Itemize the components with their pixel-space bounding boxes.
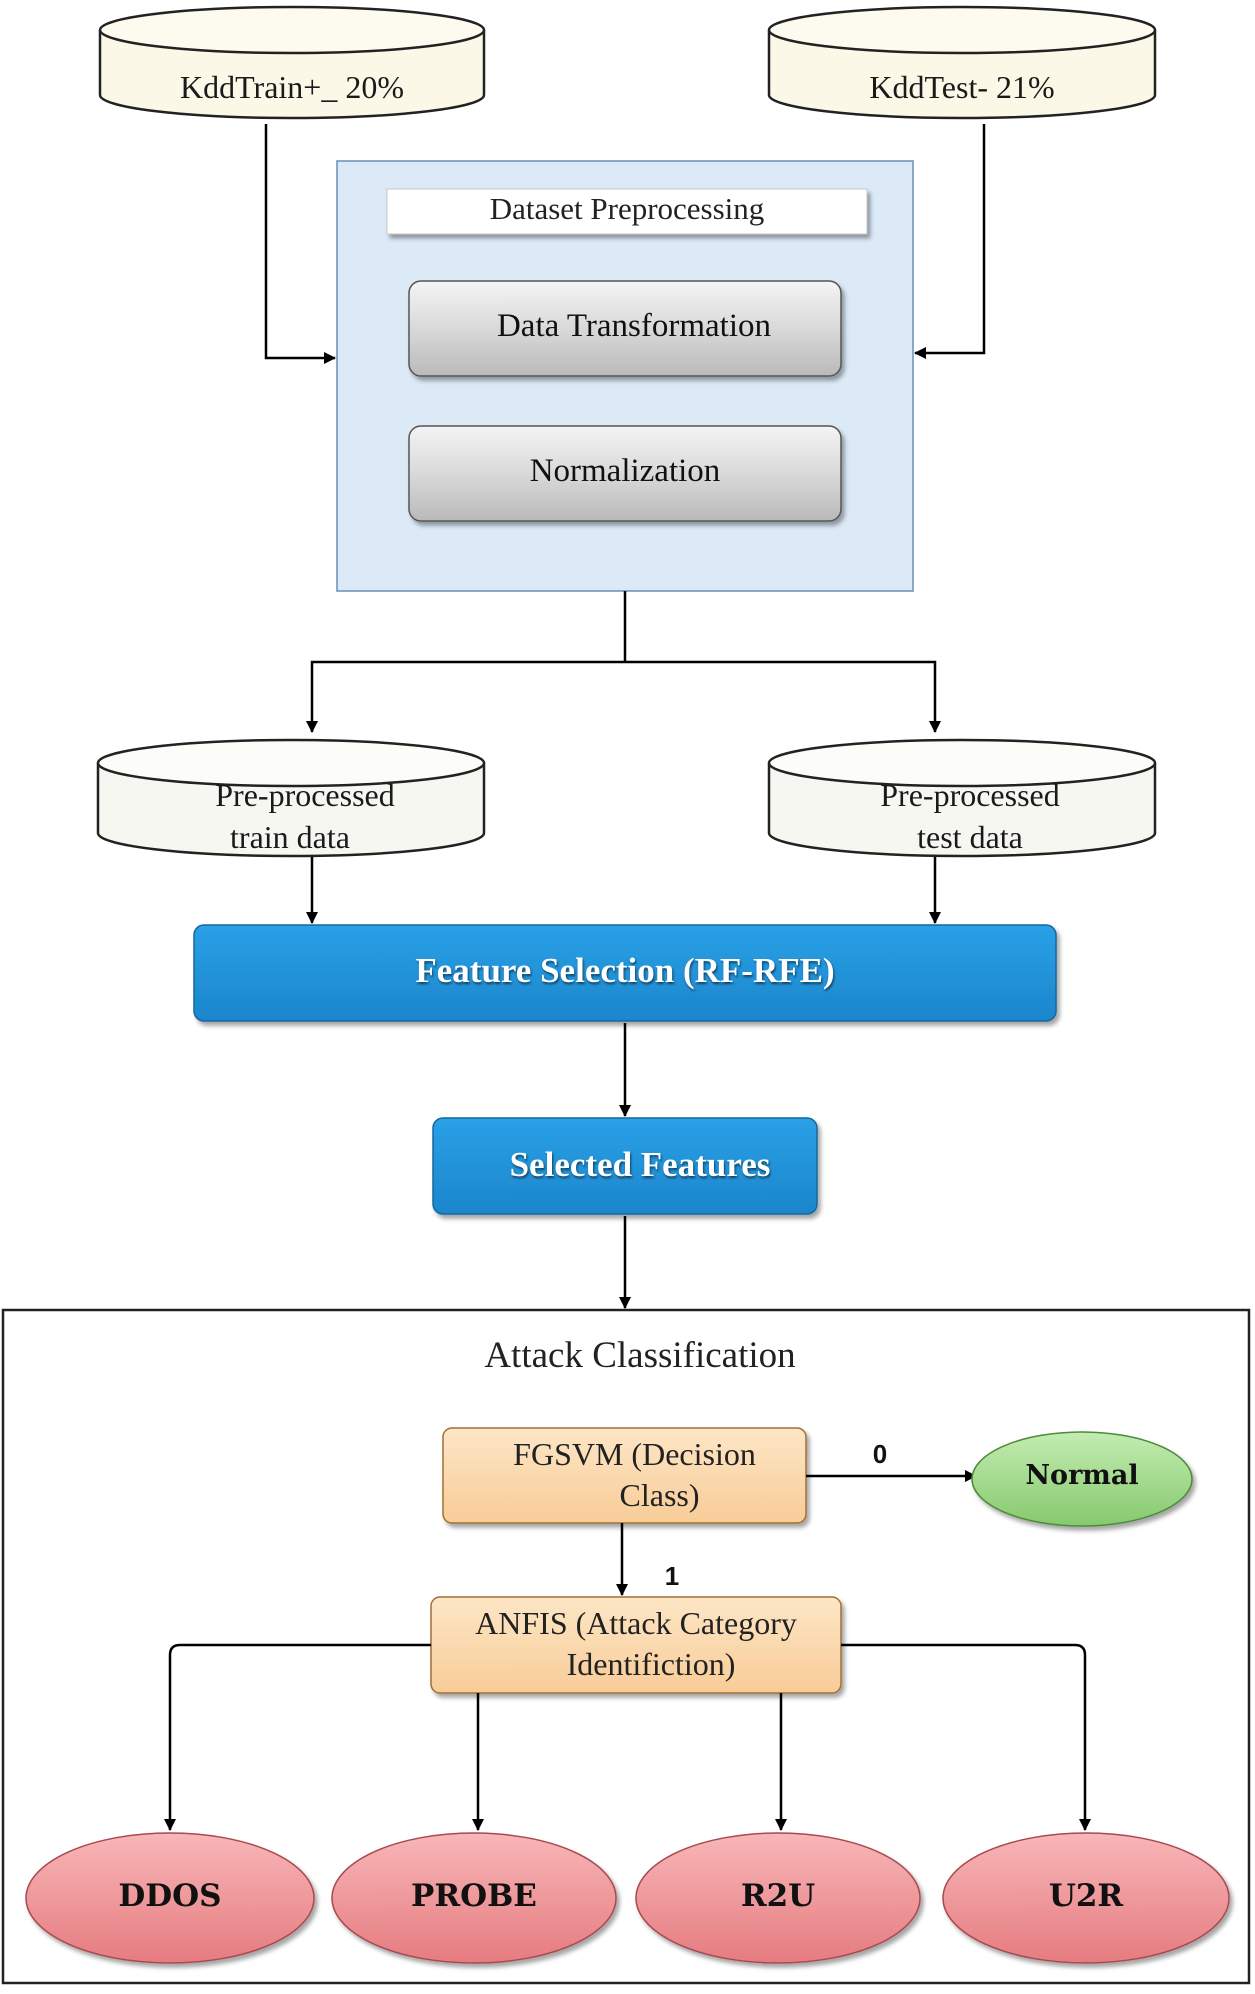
data-transformation-box	[408, 280, 842, 377]
train-dataset-cylinder	[98, 5, 486, 120]
anfis-label-line1: ANFIS (Attack Category	[475, 1605, 797, 1641]
feature-selection-box	[193, 924, 1057, 1022]
r2u-ellipse	[635, 1832, 921, 1964]
test-dataset-cylinder	[767, 5, 1157, 120]
probe-label: PROBE	[411, 1878, 537, 1914]
preprocessed-test-cylinder	[767, 738, 1157, 858]
train-dataset-label: KddTrain+_ 20%	[180, 69, 404, 105]
arrow-test-to-preprocessing	[914, 124, 986, 359]
preprocessed-train-label-line1: Pre-processed	[215, 777, 395, 813]
normal-label: Normal	[1025, 1460, 1139, 1491]
normalization-box	[408, 425, 842, 522]
arrow-anfis-to-u2r	[841, 1643, 1091, 1831]
arrow-train-to-preprocessing	[264, 124, 336, 364]
anfis-label-line2: Identifiction)	[566, 1646, 736, 1682]
ddos-label: DDOS	[118, 1878, 222, 1914]
arrow-anfis-to-ddos	[164, 1643, 431, 1831]
preprocessing-title: Dataset Preprocessing	[489, 191, 765, 226]
arrow-to-train-output	[306, 660, 625, 733]
normal-ellipse	[971, 1431, 1193, 1527]
branch-one-label: 1	[664, 1561, 680, 1591]
feature-selection-label: Feature Selection (RF-RFE)	[415, 951, 835, 990]
probe-ellipse	[331, 1832, 617, 1964]
preprocessed-test-label-line2: test data	[917, 819, 1023, 855]
r2u-label: R2U	[740, 1878, 816, 1914]
arrow-to-test-output	[625, 660, 941, 733]
branch-zero-label: 0	[872, 1439, 888, 1469]
normalization-label: Normalization	[529, 453, 721, 489]
classification-title: Attack Classification	[484, 1335, 796, 1376]
preprocessed-train-label-line2: train data	[230, 819, 350, 855]
preprocessed-train-cylinder	[96, 738, 486, 858]
preprocessed-test-label-line1: Pre-processed	[880, 777, 1060, 813]
test-dataset-label: KddTest- 21%	[869, 69, 1055, 105]
selected-features-box	[432, 1117, 818, 1215]
preprocessing-title-box	[386, 188, 868, 235]
u2r-ellipse	[942, 1832, 1230, 1964]
u2r-label: U2R	[1048, 1878, 1124, 1914]
fgsvm-label-line1: FGSVM (Decision	[513, 1436, 756, 1472]
selected-features-label: Selected Features	[509, 1145, 771, 1184]
data-transformation-label: Data Transformation	[496, 308, 772, 344]
ddos-ellipse	[25, 1832, 315, 1964]
fgsvm-label-line2: Class)	[619, 1477, 700, 1513]
